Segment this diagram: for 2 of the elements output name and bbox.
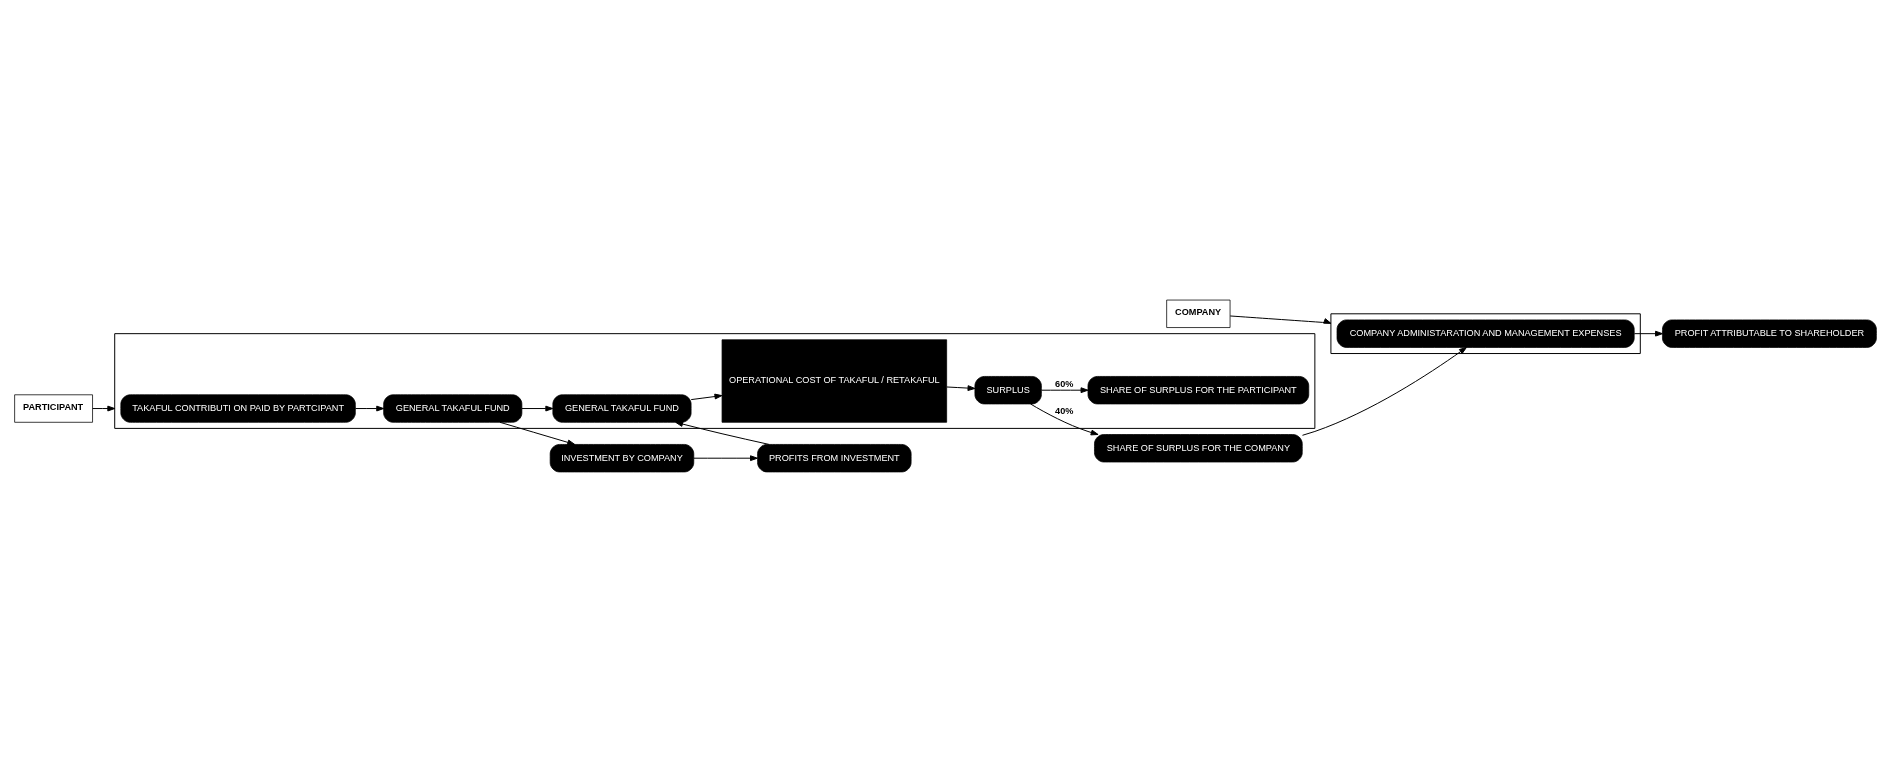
edge-label: 60% bbox=[1055, 378, 1074, 389]
edge-label: 40% bbox=[1055, 406, 1074, 417]
